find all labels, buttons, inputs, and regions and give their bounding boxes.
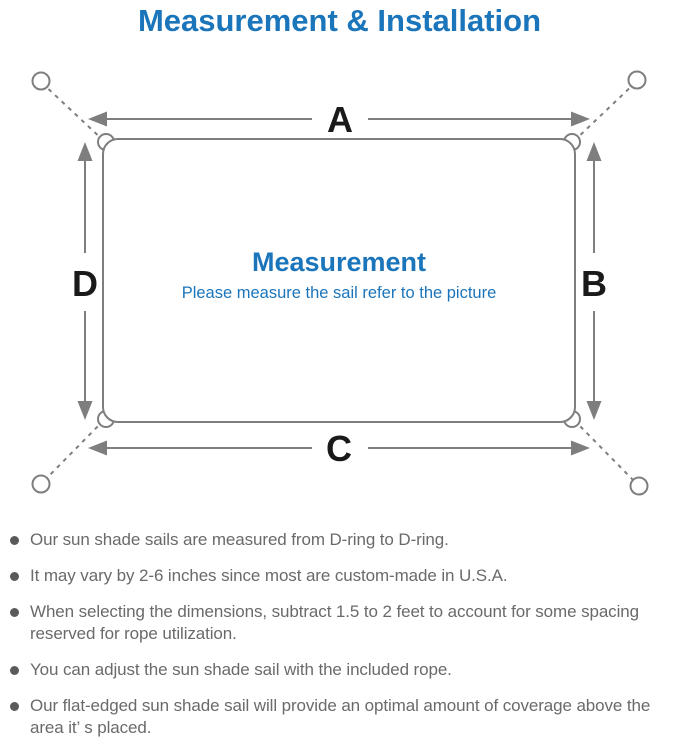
rope-bottom-right — [573, 419, 640, 487]
page-title: Measurement & Installation — [137, 3, 542, 38]
note-text: When selecting the dimensions, subtract … — [30, 602, 639, 643]
arrow-down-icon — [586, 401, 602, 420]
notes-list: Our sun shade sails are measured from D-… — [0, 529, 679, 739]
arrow-down-icon — [77, 401, 93, 420]
note-text: It may vary by 2-6 inches since most are… — [30, 566, 508, 585]
note-text: Our flat-edged sun shade sail will provi… — [30, 696, 651, 737]
arrow-up-icon — [586, 142, 602, 161]
note-item: You can adjust the sun shade sail with t… — [10, 659, 673, 681]
rope-top-left — [40, 81, 105, 142]
sail-rectangle — [102, 138, 576, 423]
note-text: Our sun shade sails are measured from D-… — [30, 530, 449, 549]
arrow-left-icon — [88, 440, 107, 456]
arrow-left-icon — [88, 111, 107, 127]
anchor-point-icon — [627, 70, 647, 90]
bullet-icon — [10, 535, 19, 545]
measurement-diagram: A C D B Measurement Please measure the s… — [31, 70, 649, 496]
arrow-right-icon — [571, 440, 590, 456]
note-item: When selecting the dimensions, subtract … — [10, 601, 673, 645]
diagram-center-title: Measurement — [252, 247, 426, 277]
dim-label-c: C — [326, 428, 352, 469]
anchor-point-icon — [31, 474, 51, 494]
rope-top-right — [573, 80, 638, 142]
note-text: You can adjust the sun shade sail with t… — [30, 660, 452, 679]
dim-label-a: A — [327, 99, 353, 140]
bullet-icon — [10, 701, 19, 711]
bullet-icon — [10, 665, 19, 675]
bullet-icon — [10, 571, 19, 581]
diagram-center-subtitle: Please measure the sail refer to the pic… — [182, 284, 497, 302]
anchor-point-icon — [31, 71, 51, 91]
note-item: Our sun shade sails are measured from D-… — [10, 529, 673, 551]
bullet-icon — [10, 607, 19, 617]
arrow-up-icon — [77, 142, 93, 161]
anchor-point-icon — [629, 476, 649, 496]
rope-bottom-left — [40, 419, 105, 485]
arrow-right-icon — [571, 111, 590, 127]
dim-label-d: D — [72, 263, 98, 304]
note-item: Our flat-edged sun shade sail will provi… — [10, 695, 673, 739]
note-item: It may vary by 2-6 inches since most are… — [10, 565, 673, 587]
dim-label-b: B — [581, 263, 607, 304]
